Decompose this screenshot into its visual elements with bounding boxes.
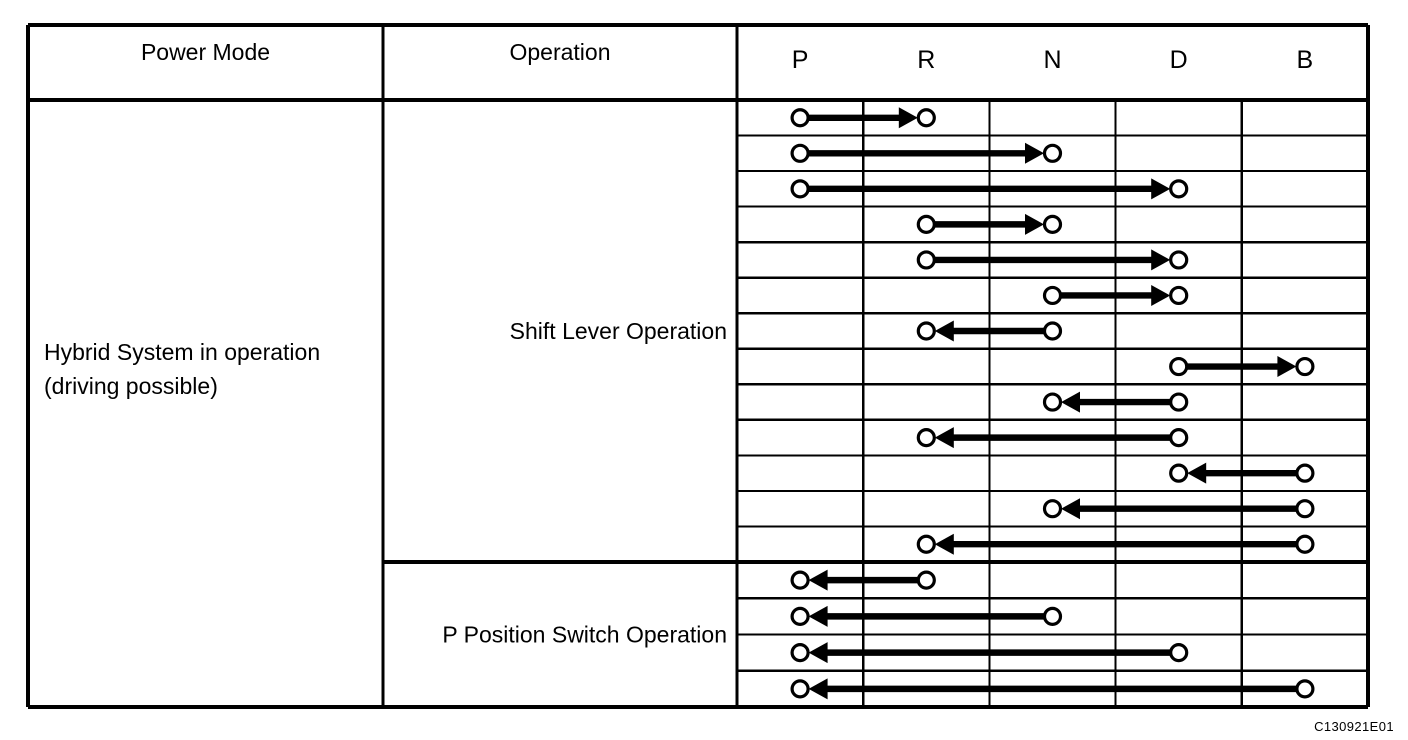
endpoint-circle-B-switch3-start bbox=[1295, 679, 1315, 699]
arrow-D-to-P-head bbox=[808, 642, 828, 664]
endpoint-circle-N-shift11-end bbox=[1042, 499, 1063, 519]
endpoint-circle-D-shift5-end bbox=[1169, 285, 1189, 306]
endpoint-circle-D-shift4-end bbox=[1169, 250, 1189, 270]
arrow-D-to-N-head bbox=[1061, 391, 1080, 413]
endpoint-circle-R-shift3-start bbox=[916, 214, 936, 234]
arrow-B-to-D-head bbox=[1187, 462, 1207, 484]
arrow-P-to-R-head bbox=[898, 107, 918, 129]
endpoint-circle-B-shift12-start bbox=[1295, 534, 1315, 554]
arrow-N-to-P-head bbox=[808, 605, 828, 627]
endpoint-circle-P-switch1-end bbox=[790, 606, 810, 626]
endpoint-circle-N-shift1-end bbox=[1042, 143, 1063, 163]
arrow-R-to-D-head bbox=[1151, 249, 1171, 271]
table-grid bbox=[26, 23, 1370, 709]
endpoint-circle-R-shift6-end bbox=[916, 321, 936, 341]
endpoint-circle-N-shift8-end bbox=[1042, 392, 1063, 412]
arrow-B-to-P-head bbox=[808, 678, 828, 700]
header-position-R: R bbox=[917, 46, 935, 74]
endpoint-circle-R-shift4-start bbox=[916, 250, 936, 270]
figure-code: C130921E01 bbox=[1314, 719, 1394, 734]
arrow-B-to-N-head bbox=[1061, 498, 1080, 520]
endpoint-circle-P-switch2-end bbox=[790, 643, 810, 663]
transition-arrows bbox=[790, 107, 1315, 700]
arrow-R-to-N-head bbox=[1025, 213, 1044, 235]
section-label-shift-lever: Shift Lever Operation bbox=[510, 318, 727, 344]
endpoint-circle-B-shift10-start bbox=[1295, 463, 1315, 483]
endpoint-circle-D-shift2-end bbox=[1169, 179, 1189, 199]
endpoint-circle-D-shift10-end bbox=[1169, 463, 1189, 483]
arrow-N-to-R-head bbox=[934, 320, 954, 342]
endpoint-circle-P-switch0-end bbox=[790, 570, 810, 590]
power-mode-label-line1: Hybrid System in operation bbox=[44, 339, 320, 365]
endpoint-circle-P-shift0-start bbox=[790, 108, 810, 128]
endpoint-circle-D-shift7-start bbox=[1169, 356, 1189, 377]
endpoint-circle-N-shift6-start bbox=[1042, 321, 1063, 341]
endpoint-circle-B-shift11-start bbox=[1295, 499, 1315, 519]
endpoint-circle-P-switch3-end bbox=[790, 679, 810, 699]
arrow-B-to-R-head bbox=[934, 533, 954, 555]
header-position-D: D bbox=[1170, 46, 1188, 74]
power-mode-label-line2: (driving possible) bbox=[44, 373, 218, 399]
endpoint-circle-P-shift2-start bbox=[790, 179, 810, 199]
arrow-P-to-D-head bbox=[1151, 178, 1171, 200]
section-label-p-position-switch: P Position Switch Operation bbox=[442, 622, 727, 648]
table-labels: Power Mode Operation P R N D B Hybrid System in… bbox=[44, 39, 1313, 648]
endpoint-circle-D-shift8-start bbox=[1169, 392, 1189, 412]
header-power-mode: Power Mode bbox=[141, 39, 270, 65]
endpoint-circle-R-switch0-start bbox=[916, 570, 936, 590]
endpoint-circle-R-shift0-end bbox=[916, 108, 936, 128]
arrow-P-to-N-head bbox=[1025, 142, 1044, 164]
endpoint-circle-N-shift3-end bbox=[1042, 214, 1063, 234]
header-position-N: N bbox=[1043, 46, 1061, 74]
endpoint-circle-R-shift9-end bbox=[916, 428, 936, 448]
arrow-D-to-R-head bbox=[934, 427, 954, 449]
endpoint-circle-D-switch2-start bbox=[1169, 643, 1189, 663]
header-operation: Operation bbox=[509, 39, 610, 65]
header-position-P: P bbox=[792, 46, 809, 74]
header-position-B: B bbox=[1297, 46, 1314, 74]
endpoint-circle-R-shift12-end bbox=[916, 534, 936, 554]
endpoint-circle-D-shift9-start bbox=[1169, 428, 1189, 448]
endpoint-circle-N-shift5-start bbox=[1042, 285, 1063, 306]
arrow-N-to-D-head bbox=[1151, 284, 1171, 306]
endpoint-circle-P-shift1-start bbox=[790, 143, 810, 163]
arrow-R-to-P-head bbox=[808, 569, 828, 591]
endpoint-circle-B-shift7-end bbox=[1295, 356, 1315, 377]
endpoint-circle-N-switch1-start bbox=[1042, 606, 1063, 626]
arrow-D-to-B-head bbox=[1277, 356, 1297, 378]
